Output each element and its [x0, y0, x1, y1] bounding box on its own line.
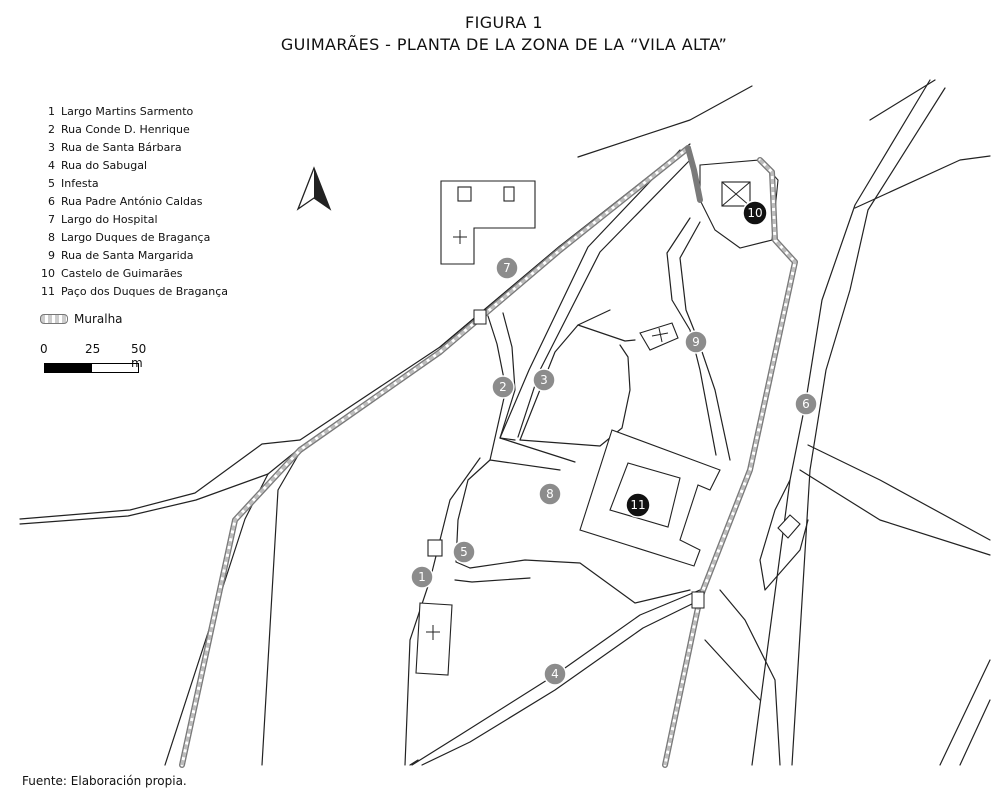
scale-label-25: 25 [85, 342, 101, 356]
svg-text:3: 3 [540, 373, 548, 387]
cross-icon [453, 230, 467, 244]
scale-label-0: 0 [40, 342, 48, 356]
marker-6: 6 [794, 392, 818, 416]
svg-text:4: 4 [551, 667, 559, 681]
svg-text:8: 8 [546, 487, 554, 501]
marker-5: 5 [452, 540, 476, 564]
figure-label: FIGURA 1 [465, 13, 543, 32]
svg-text:11: 11 [630, 498, 645, 512]
svg-text:10: 10 [747, 206, 762, 220]
chapel-building [639, 322, 679, 351]
svg-text:2: 2 [499, 380, 507, 394]
map-markers: 1 2 3 4 5 6 7 8 9 10 11 [410, 200, 818, 686]
svg-text:9: 9 [692, 335, 700, 349]
marker-7: 7 [495, 256, 519, 280]
buildings [415, 159, 801, 676]
svg-text:5: 5 [460, 545, 468, 559]
figure-heading: FIGURA 1 GUIMARÃES - PLANTA DE LA ZONA D… [0, 12, 1008, 56]
marker-9: 9 [684, 330, 708, 354]
cross-icon [426, 625, 440, 640]
wall-legend-label: Muralha [74, 312, 123, 326]
church-building [415, 602, 453, 676]
marker-10: 10 [742, 200, 768, 226]
source-note: Fuente: Elaboración propia. [22, 774, 187, 788]
scale-bar-graphic [44, 363, 139, 373]
svg-text:7: 7 [503, 261, 511, 275]
wall-swatch-icon [40, 314, 68, 324]
svg-text:6: 6 [802, 397, 810, 411]
north-arrow-icon [296, 166, 332, 211]
small-building-right [777, 514, 801, 539]
wall-legend: Muralha [40, 312, 123, 326]
city-wall [179, 145, 798, 768]
svg-text:1: 1 [418, 570, 426, 584]
hospital-building [440, 180, 536, 265]
marker-3: 3 [532, 368, 556, 392]
marker-11: 11 [625, 492, 651, 518]
marker-2: 2 [491, 375, 515, 399]
cross-icon [651, 327, 669, 343]
marker-1: 1 [410, 565, 434, 589]
marker-8: 8 [538, 482, 562, 506]
marker-4: 4 [543, 662, 567, 686]
figure-title: GUIMARÃES - PLANTA DE LA ZONA DE LA “VIL… [280, 35, 728, 54]
